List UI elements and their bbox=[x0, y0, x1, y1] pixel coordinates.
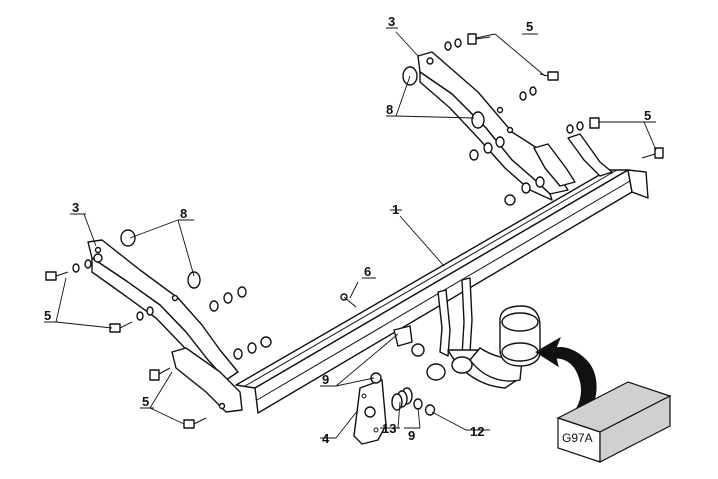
callout-5-top: 5 bbox=[526, 19, 533, 34]
callout-5-left: 5 bbox=[44, 308, 51, 323]
callout-9-left: 9 bbox=[322, 372, 329, 387]
callout-8-top: 8 bbox=[386, 102, 393, 117]
callout-5-top-right: 5 bbox=[644, 108, 651, 123]
left-mounting-bracket bbox=[87, 239, 243, 413]
callout-13: 13 bbox=[382, 421, 396, 436]
callout-3-left: 3 bbox=[72, 200, 79, 215]
callout-5-bottom-left: 5 bbox=[142, 394, 149, 409]
callout-3-top: 3 bbox=[388, 14, 395, 29]
callout-12: 12 bbox=[470, 424, 484, 439]
leader-lines bbox=[55, 31, 657, 439]
callout-underlines bbox=[44, 27, 656, 439]
tow-ball-neck bbox=[393, 277, 541, 389]
bolt-sets bbox=[45, 33, 664, 429]
callout-1: 1 bbox=[392, 202, 399, 217]
kit-box-code: G97A bbox=[562, 431, 593, 445]
right-mounting-bracket bbox=[417, 51, 613, 201]
callout-8-left: 8 bbox=[180, 206, 187, 221]
socket-plate bbox=[353, 379, 387, 445]
callout-4: 4 bbox=[322, 431, 330, 446]
callout-9-right: 9 bbox=[408, 428, 415, 443]
callout-labels: 1 3 5 8 5 3 8 6 5 5 9 4 13 9 12 bbox=[44, 14, 651, 446]
curved-arrow bbox=[535, 336, 597, 413]
kit-box: G97A bbox=[556, 381, 672, 463]
callout-6: 6 bbox=[364, 264, 371, 279]
